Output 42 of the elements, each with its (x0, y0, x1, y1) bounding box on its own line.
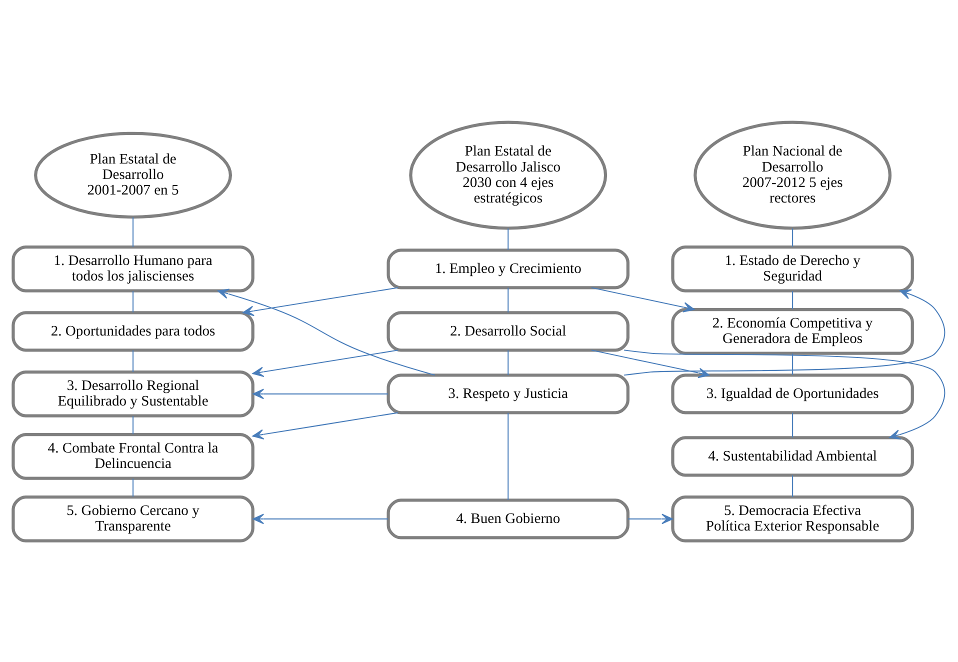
node-box: 3. Desarrollo Regional Equilibrado y Sustentable (12, 370, 254, 417)
arrow (591, 349, 710, 378)
connector (792, 474, 794, 497)
connector (132, 350, 134, 372)
node-box: 3. Respeto y Justicia (386, 373, 630, 414)
arrow (252, 513, 388, 524)
node-box: 5. Gobierno Cercano y Transparente (12, 495, 254, 542)
node-box: 2. Oportunidades para todos (12, 310, 254, 352)
node-box: 4. Buen Gobierno (386, 498, 630, 539)
connector (132, 290, 134, 312)
node-box: 2. Economía Competitiva y Generadora de Empleos (671, 307, 914, 354)
arrow (591, 286, 695, 312)
connector (508, 412, 509, 500)
node-box: 3. Igualdad de Oportunidades (671, 373, 914, 414)
node-box: 4. Combate Frontal Contra la Delincuencia (12, 432, 254, 480)
node-box: 1. Desarrollo Humano para todos los jaliscienses (12, 244, 254, 292)
node-box: 1. Estado de Derecho y Seguridad (671, 244, 914, 292)
node-box: 5. Democracia Efectiva Política Exterior Responsable (671, 495, 914, 542)
arrow (217, 288, 435, 376)
node-ellipse: Plan Estatal de Desarrollo Jalisco 2030 con 4 ejes estratégicos (409, 120, 608, 230)
connector (508, 228, 509, 250)
arrow (624, 349, 946, 440)
arrow (252, 388, 388, 399)
connector (792, 290, 794, 309)
node-box: 2. Desarrollo Social (386, 310, 630, 352)
node-box: 4. Sustentabilidad Ambiental (671, 436, 914, 476)
connector (132, 416, 134, 434)
node-box: 1. Empleo y Crecimiento (386, 248, 630, 289)
arrow (624, 288, 946, 376)
arrow (242, 286, 398, 316)
node-ellipse: Plan Estatal de Desarrollo 2001-2007 en 5 (34, 131, 232, 218)
connector (508, 350, 509, 374)
connector (792, 353, 794, 374)
arrow (628, 513, 673, 524)
node-ellipse: Plan Nacional de Desarrollo 2007-2012 5 ejes rectores (694, 120, 892, 230)
arrow (252, 412, 398, 440)
connector (132, 216, 134, 246)
connector (132, 478, 134, 496)
connector (508, 287, 509, 312)
connector (792, 412, 794, 437)
connector (792, 228, 794, 246)
arrow (252, 349, 398, 377)
